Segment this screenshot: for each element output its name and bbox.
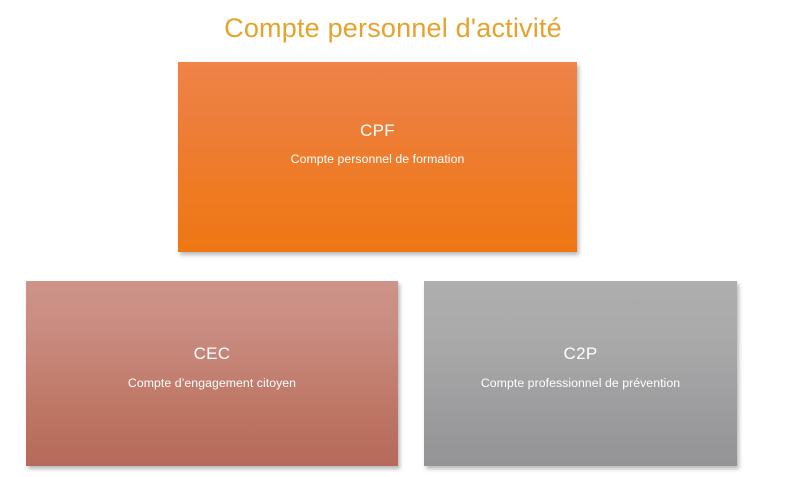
page-title: Compte personnel d'activité: [224, 13, 562, 43]
card-c2p-subtitle: Compte professionnel de prévention: [480, 375, 681, 390]
card-cpf-content: CPF Compte personnel de formation: [178, 121, 577, 168]
card-cpf-heading: CPF: [360, 120, 395, 140]
card-c2p[interactable]: C2P Compte professionnel de prévention: [424, 281, 737, 466]
card-cec-content: CEC Compte d’engagement citoyen: [26, 344, 398, 391]
card-cec-heading: CEC: [193, 344, 231, 364]
card-cpf[interactable]: CPF Compte personnel de formation: [178, 62, 577, 252]
card-cec[interactable]: CEC Compte d’engagement citoyen: [26, 281, 398, 466]
card-c2p-heading: C2P: [563, 344, 598, 364]
card-cec-subtitle: Compte d’engagement citoyen: [127, 375, 297, 390]
card-cpf-subtitle: Compte personnel de formation: [290, 152, 465, 167]
card-c2p-content: C2P Compte professionnel de prévention: [424, 344, 737, 391]
